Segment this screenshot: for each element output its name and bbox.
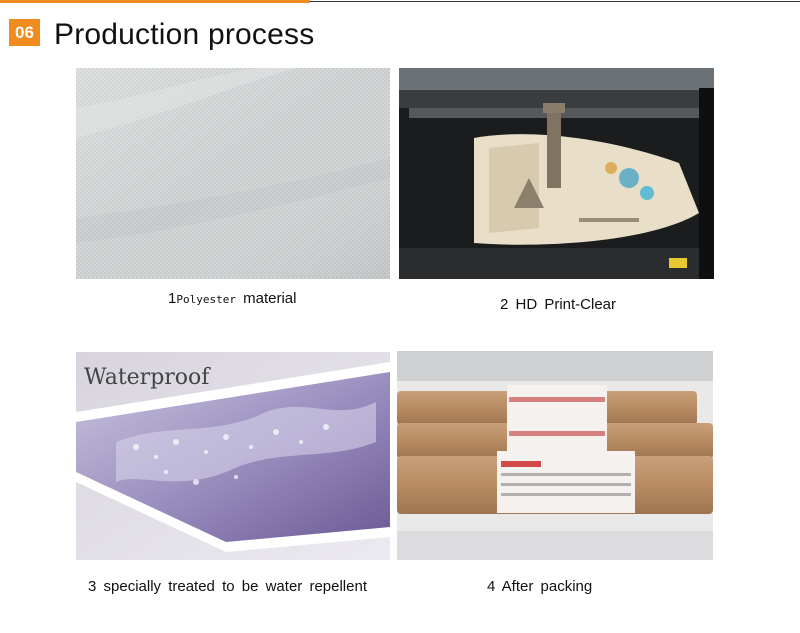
header-divider-rule <box>310 1 800 2</box>
step-3-caption: 3 specially treated to be water repellen… <box>88 578 367 595</box>
waterproof-canvas-photo: Waterproof <box>76 352 390 560</box>
waterproof-overlay-text: Waterproof <box>84 365 211 390</box>
packing-tubes-photo <box>397 351 713 560</box>
fabric-texture-photo <box>76 68 390 279</box>
step-1-material-word: Polyester <box>176 293 236 306</box>
page-title: Production process <box>54 18 315 51</box>
step-4-caption: 4 After packing <box>487 578 593 595</box>
step-1-rest: material <box>235 290 297 307</box>
step-1-caption: 1Polyester material <box>168 290 296 307</box>
header-accent-rule <box>0 0 310 3</box>
section-number-badge: 06 <box>9 19 40 46</box>
step-1-number: 1 <box>168 290 177 307</box>
printer-photo <box>399 68 714 279</box>
step-2-caption: 2 HD Print-Clear <box>500 296 617 313</box>
